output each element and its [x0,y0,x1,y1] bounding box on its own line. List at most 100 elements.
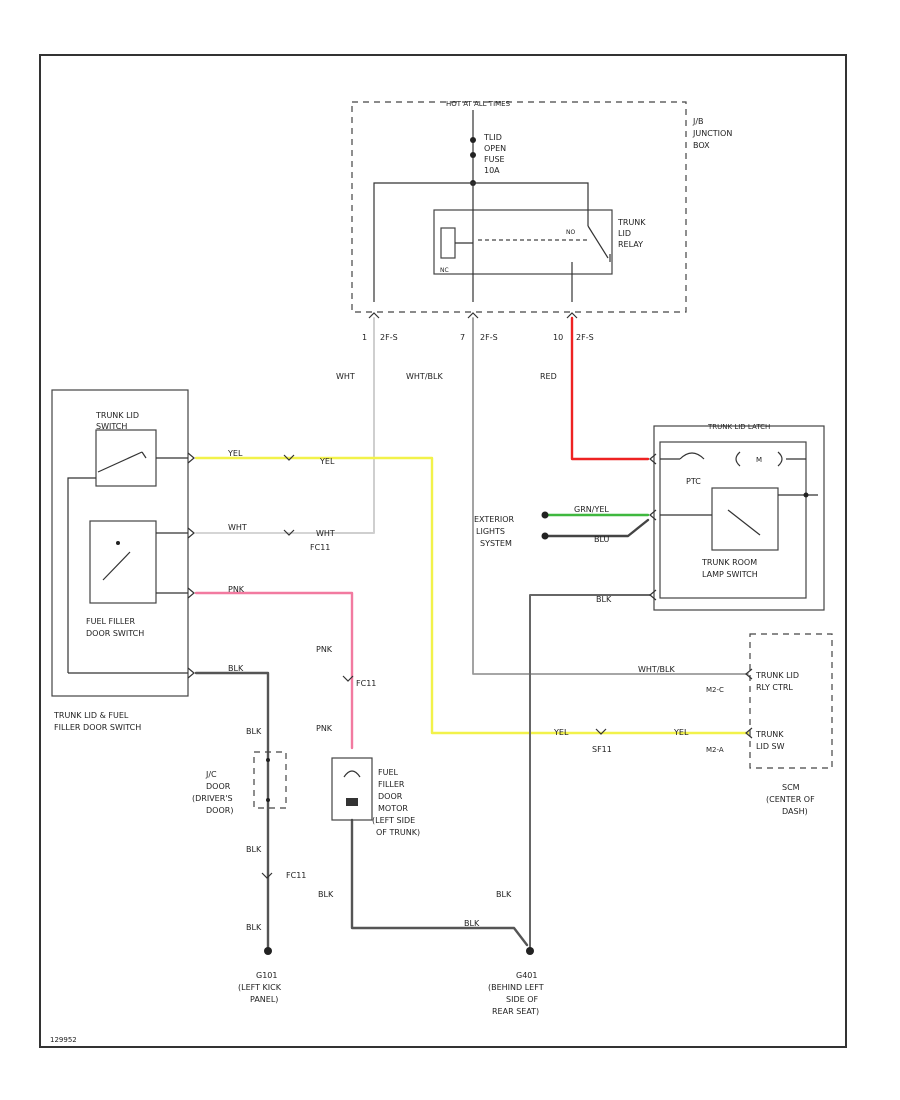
wire-whtblk [472,317,749,675]
blk-label-3: BLK [246,845,262,854]
scm-label-3: DASH) [782,807,808,816]
wire-red-label: RED [540,372,557,381]
g101-label-3: PANEL) [250,995,278,1004]
wire-blk-trunkroom [529,594,651,949]
fuse-label-2: OPEN [484,144,506,153]
m2c-label: M2-C [706,686,724,694]
ground-g101 [264,947,272,955]
exterior-lights-1: EXTERIOR [474,515,515,524]
blk-label-4: BLK [246,923,262,932]
pin-7: 7 [460,333,465,342]
conn-7: 2F-S [480,333,498,342]
blk-label-6: BLK [464,919,480,928]
diagram-border [39,54,847,1048]
switch-assembly-2: FILLER DOOR SWITCH [54,723,141,732]
relay-label-3: RELAY [618,240,643,249]
wht-label-3: WHT [316,529,335,538]
footer-code: 129952 [50,1036,77,1044]
pnk-label-1: PNK [228,585,245,594]
pin-1: 1 [362,333,367,342]
conn-1: 2F-S [380,333,398,342]
wire-wht-label: WHT [336,372,355,381]
wire-whtblk-label: WHT/BLK [406,372,443,381]
fuel-motor-1: FUEL [378,768,399,777]
fuel-motor-4: MOTOR [378,804,408,813]
trunk-lid-rly-ctrl-1: TRUNK LID [755,671,799,680]
exterior-lights-3: SYSTEM [480,539,512,548]
switch-assembly: TRUNK LID SWITCH FUEL FILLER DOOR SWITCH… [51,389,195,732]
trunk-room-switch-1: TRUNK ROOM [701,558,757,567]
hot-label: HOT AT ALL TIMES [446,100,511,108]
wire-whtblk-label-2: WHT/BLK [638,665,675,674]
trunk-lid-switch-1: TRUNK LID [95,411,139,420]
ground-g401 [526,947,534,955]
g401-label-1: G401 [516,971,537,980]
m2a-label: M2-A [706,746,724,754]
blk-label-2: BLK [246,727,262,736]
fuel-filler-switch-2: DOOR SWITCH [86,629,144,638]
jc-label-1: J/C [205,770,217,779]
blk-label-1: BLK [228,664,244,673]
fc11-label-3: FC11 [286,871,306,880]
yel-label-3: YEL [553,728,569,737]
trunk-lid-sw-1: TRUNK [755,730,784,739]
fuse-label-3: FUSE [484,155,505,164]
yel-label-2: YEL [319,457,335,466]
yel-label-1: YEL [227,449,243,458]
fc11-label-1: FC11 [310,543,330,552]
trunk-room-switch-2: LAMP SWITCH [702,570,758,579]
jc-label-4: DOOR) [206,806,233,815]
scm-label-2: (CENTER OF [766,795,815,804]
trunk-lid-latch: TRUNK LID LATCH M PTC TRUNK ROOM LAMP SW… [649,423,825,611]
wire-red [570,316,650,461]
relay-label-1: TRUNK [617,218,646,227]
wht-label-2: WHT [228,523,247,532]
grn-yel-label: GRN/YEL [574,505,609,514]
wire-yel [194,456,750,735]
g401-label-2: (BEHIND LEFT [488,983,544,992]
trunk-lid-latch-label: TRUNK LID LATCH [707,423,770,431]
wire-wht [329,317,375,534]
scm-label-1: SCM [782,783,800,792]
trunk-lid-sw-2: LID SW [756,742,785,751]
fuel-filler-motor: FUEL FILLER DOOR MOTOR (LEFT SIDE OF TRU… [331,757,420,837]
wire-blk-g101 [194,671,270,950]
g101-label-2: (LEFT KICK [238,983,282,992]
conn-10: 2F-S [576,333,594,342]
switch-assembly-1: TRUNK LID & FUEL [53,711,129,720]
fuel-motor-3: DOOR [378,792,403,801]
trunk-lid-rly-ctrl-2: RLY CTRL [756,683,793,692]
pin-10: 10 [553,333,563,342]
jc-label-3: (DRIVER'S [192,794,233,803]
fuse-label-1: TLID [483,133,502,142]
g401-label-3: SIDE OF [506,995,538,1004]
fuse-label-4: 10A [484,166,500,175]
junction-box-label-3: BOX [693,141,710,150]
junction-box-label-1: J/B [692,117,704,126]
trunk-lid-switch-2: SWITCH [96,422,127,431]
jc-door: J/C DOOR (DRIVER'S DOOR) [192,751,287,815]
pnk-label-2: PNK [316,645,333,654]
fc11-label-2: FC11 [356,679,376,688]
ptc-label: PTC [686,477,701,486]
fuel-filler-switch-1: FUEL FILLER [86,617,135,626]
wire-blu [543,518,650,538]
exterior-lights-2: LIGHTS [476,527,505,536]
junction-box-label-2: JUNCTION [692,129,732,138]
blk-label-7: BLK [596,595,612,604]
blk-label-5: BLK [318,890,334,899]
relay-label-2: LID [618,229,631,238]
pnk-label-3: PNK [316,724,333,733]
jc-label-2: DOOR [206,782,231,791]
relay-pin-nc: NC [440,267,449,274]
g401-label-4: REAR SEAT) [492,1007,539,1016]
wire-pnk [194,591,354,750]
yel-label-4: YEL [673,728,689,737]
fuel-motor-6: OF TRUNK) [376,828,420,837]
wire-blk-motor [350,818,529,947]
junction-box: HOT AT ALL TIMES J/B JUNCTION BOX TLID O… [351,100,732,342]
relay-pin-no: NO [566,229,575,236]
g101-label-1: G101 [256,971,277,980]
sf11-label: SF11 [592,745,612,754]
